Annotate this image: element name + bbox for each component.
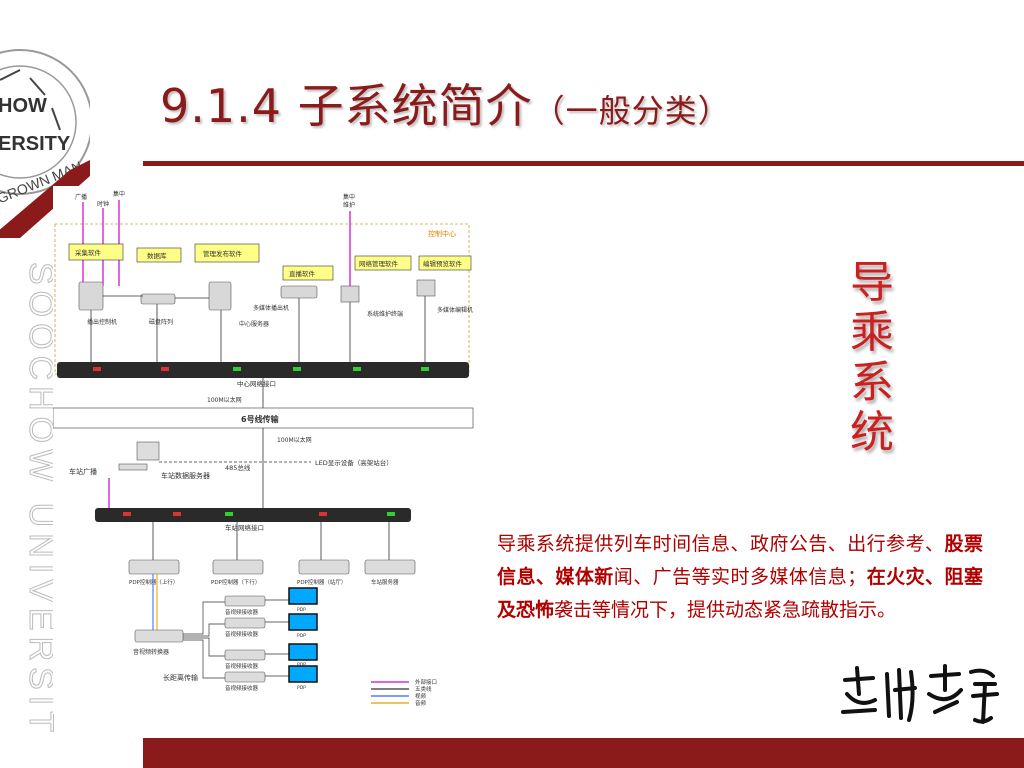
legend-audio: 音频: [415, 699, 427, 707]
receiver-3: 音视频接收器: [225, 662, 259, 670]
legend-cat5: 五类线: [415, 685, 432, 693]
station-server-label: 车站数据服务器: [161, 471, 210, 480]
bus485-label: 485总线: [225, 463, 251, 472]
software-network: 网络管理软件: [359, 259, 399, 268]
pdp-label-2: PDP: [297, 633, 306, 639]
svg-text:HOW: HOW: [0, 95, 47, 117]
slide-title: 9.1.4 子系统简介（一般分类）: [160, 70, 731, 136]
desc-part: 袭击等情况下，提供动态紧急疏散指示。: [554, 599, 897, 621]
pdp-controller-up: PDP控制器（上行）: [129, 578, 178, 586]
software-edit: 编辑预览软件: [423, 259, 463, 268]
receiver-4: 音视频接收器: [225, 684, 259, 692]
university-calligraphy-signature: [841, 664, 999, 724]
desc-part: 闻、广告等实时多媒体信息；: [613, 566, 867, 588]
device-disk-array: 磁盘阵列: [149, 318, 173, 326]
system-diagram: 控制中心 广播 时钟 集中 集中 维护 采集软件 数据库 管理发布软件 直播软件…: [53, 186, 480, 714]
station-server-2: 车站服务器: [371, 578, 399, 586]
broadcast-input-label: 广播: [75, 193, 87, 201]
station-bus-label: 车站网络接口: [225, 523, 264, 532]
led-label: LED显示设备（高架站台）: [315, 458, 393, 467]
pdp-controller-hall: PDP控制器（站厅）: [297, 578, 346, 586]
software-publish: 管理发布软件: [203, 249, 243, 258]
side-title-char: 乘: [850, 307, 894, 358]
software-live: 直播软件: [289, 269, 316, 278]
side-title-char: 统: [850, 407, 894, 458]
receiver-2: 音视频接收器: [225, 630, 259, 638]
device-center-server: 中心服务器: [239, 320, 269, 328]
station-broadcast-label: 车站广播: [69, 467, 97, 476]
device-playback-controller: 播出控制机: [87, 318, 117, 326]
receiver-1: 音视频接收器: [225, 608, 259, 616]
center-bus-label: 中心网络接口: [237, 379, 276, 388]
legend-video: 视频: [415, 692, 427, 700]
description-text: 导乘系统提供列车时间信息、政府公告、出行参考、股票信息、媒体新闻、广告等实时多媒…: [497, 528, 983, 627]
ethernet-label-2: 100M以太网: [277, 436, 312, 444]
software-collect: 采集软件: [75, 248, 102, 257]
software-database: 数据库: [147, 251, 167, 260]
maintain-label-2: 维护: [343, 201, 355, 209]
pdp-label-4: PDP: [297, 685, 306, 691]
device-media-player: 多媒体播出机: [253, 304, 289, 312]
control-center-label: 控制中心: [428, 229, 456, 238]
side-title: 导 乘 系 统: [840, 258, 904, 468]
device-editor: 多媒体编辑机: [437, 306, 473, 314]
slide-title-main: 9.1.4 子系统简介: [160, 79, 533, 133]
ethernet-label-1: 100M以太网: [207, 396, 242, 404]
side-title-char: 导: [850, 257, 894, 308]
pdp-label-1: PDP: [297, 607, 306, 613]
long-transport-label: 长距离传输: [163, 673, 198, 682]
collect-input-label: 集中: [113, 190, 125, 198]
pdp-controller-down: PDP控制器（下行）: [211, 578, 260, 586]
side-title-char: 系: [850, 357, 894, 408]
maintain-label-1: 集中: [343, 193, 355, 201]
vertical-text: SOOCHOW UNIVERSITY: [22, 262, 58, 732]
converter-label: 音视频转换器: [133, 648, 169, 656]
device-maint-terminal: 系统维护终端: [367, 310, 403, 318]
university-vertical-watermark: SOOCHOW UNIVERSITY: [22, 262, 59, 732]
svg-text:ERSITY: ERSITY: [0, 133, 71, 155]
legend-external: 外部接口: [415, 678, 437, 686]
footer-bar: [143, 738, 1024, 768]
desc-part-bold: 股票信息、媒体新: [497, 533, 983, 588]
transport-label: 6号线传输: [241, 414, 280, 424]
title-rule: [143, 161, 1024, 166]
desc-part-bold: 在火灾、阻塞及恐怖: [497, 566, 983, 621]
desc-part: 导乘系统提供列车时间信息、政府公告、出行参考、: [497, 533, 945, 555]
pdp-label-3: PDP: [297, 662, 306, 668]
clock-input-label: 时钟: [97, 200, 109, 208]
slide-title-sub: （一般分类）: [532, 92, 731, 130]
